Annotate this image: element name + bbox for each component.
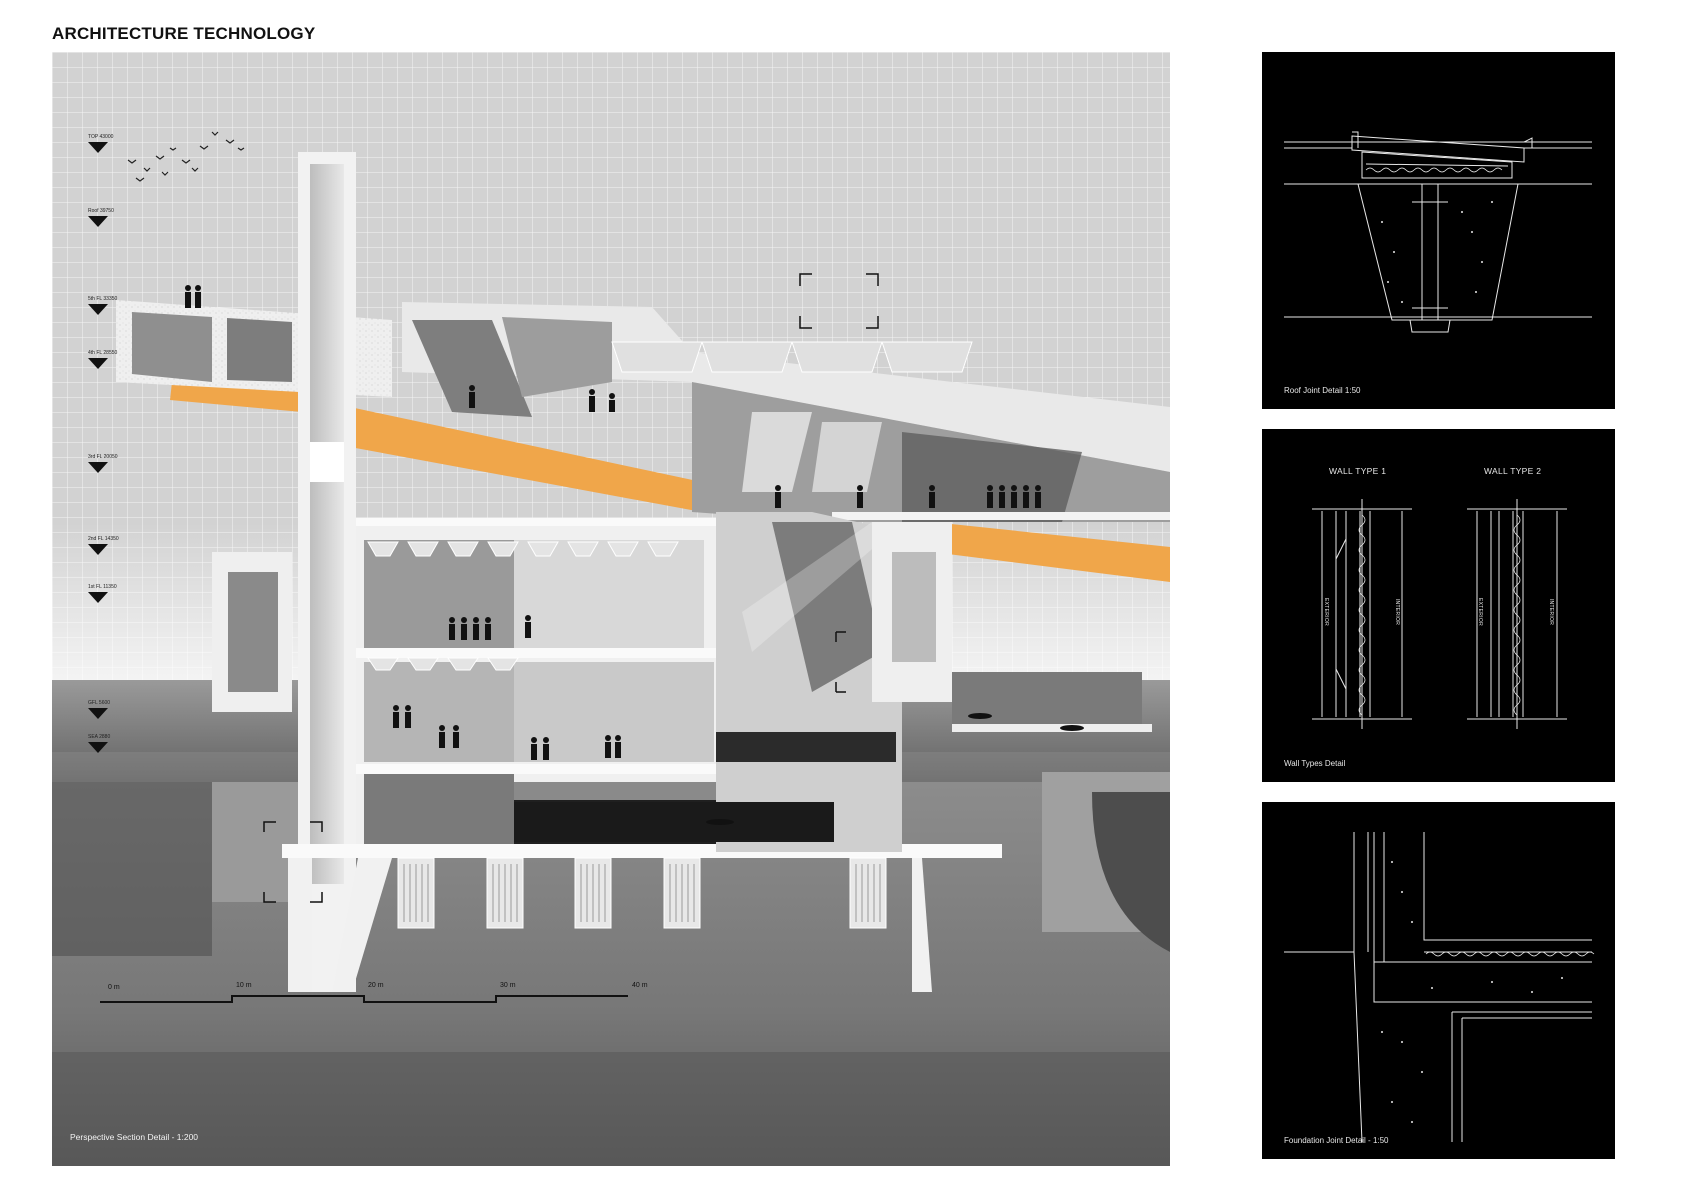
level-tag: GFL 5600 [88, 700, 111, 706]
foundation-joint-drawing [1284, 832, 1595, 1143]
wall-types-caption: Wall Types Detail [1284, 759, 1346, 768]
wall-2-exterior-label: EXTERIOR [1476, 598, 1483, 626]
level-tag: 2nd FL 14350 [88, 536, 119, 542]
scale-label: 10 m [236, 982, 252, 989]
wall-types-drawing [1312, 499, 1567, 729]
wall-type-1-title: WALL TYPE 1 [1329, 466, 1387, 476]
roof-joint-drawing [1284, 131, 1592, 333]
section-drawing [52, 52, 1170, 1166]
roof-joint-caption: Roof Joint Detail 1:50 [1284, 386, 1361, 395]
level-marker-icon [88, 142, 108, 753]
main-section-caption: Perspective Section Detail - 1:200 [70, 1132, 199, 1142]
wall-types-detail-panel: WALL TYPE 1 WALL TYPE 2 EXTERIOR INTERIO… [1262, 429, 1615, 782]
wall-1-exterior-label: EXTERIOR [1322, 598, 1329, 626]
foundation-joint-detail-panel: Foundation Joint Detail - 1:50 [1262, 802, 1615, 1159]
scale-label: 20 m [368, 982, 384, 989]
bird-icon [127, 131, 245, 182]
wall-2-interior-label: INTERIOR [1548, 598, 1555, 626]
level-tag: TOP 43000 [88, 134, 114, 140]
scale-label: 0 m [108, 984, 120, 991]
level-tag: 3rd FL 20050 [88, 454, 118, 460]
swimmer-icon [706, 713, 1084, 825]
person-silhouette-icon [185, 285, 1041, 760]
roof-joint-detail-panel: Roof Joint Detail 1:50 [1262, 52, 1615, 409]
scale-label: 40 m [632, 982, 648, 989]
perspective-section-panel: TOP 43000 Roof 39750 5th FL 33350 4th FL… [52, 52, 1170, 1166]
wall-type-2-title: WALL TYPE 2 [1484, 466, 1542, 476]
level-tag: Roof 39750 [88, 208, 114, 214]
level-tag: SEA 2880 [88, 734, 111, 740]
level-tag: 5th FL 33350 [88, 296, 118, 302]
scale-label: 30 m [500, 982, 516, 989]
page-title: ARCHITECTURE TECHNOLOGY [52, 24, 316, 43]
wall-1-interior-label: INTERIOR [1394, 598, 1401, 626]
scale-bar [100, 995, 628, 1003]
foundation-joint-caption: Foundation Joint Detail - 1:50 [1284, 1136, 1389, 1145]
level-tag: 4th FL 28550 [88, 350, 118, 356]
level-tag: 1st FL 11350 [88, 584, 117, 590]
